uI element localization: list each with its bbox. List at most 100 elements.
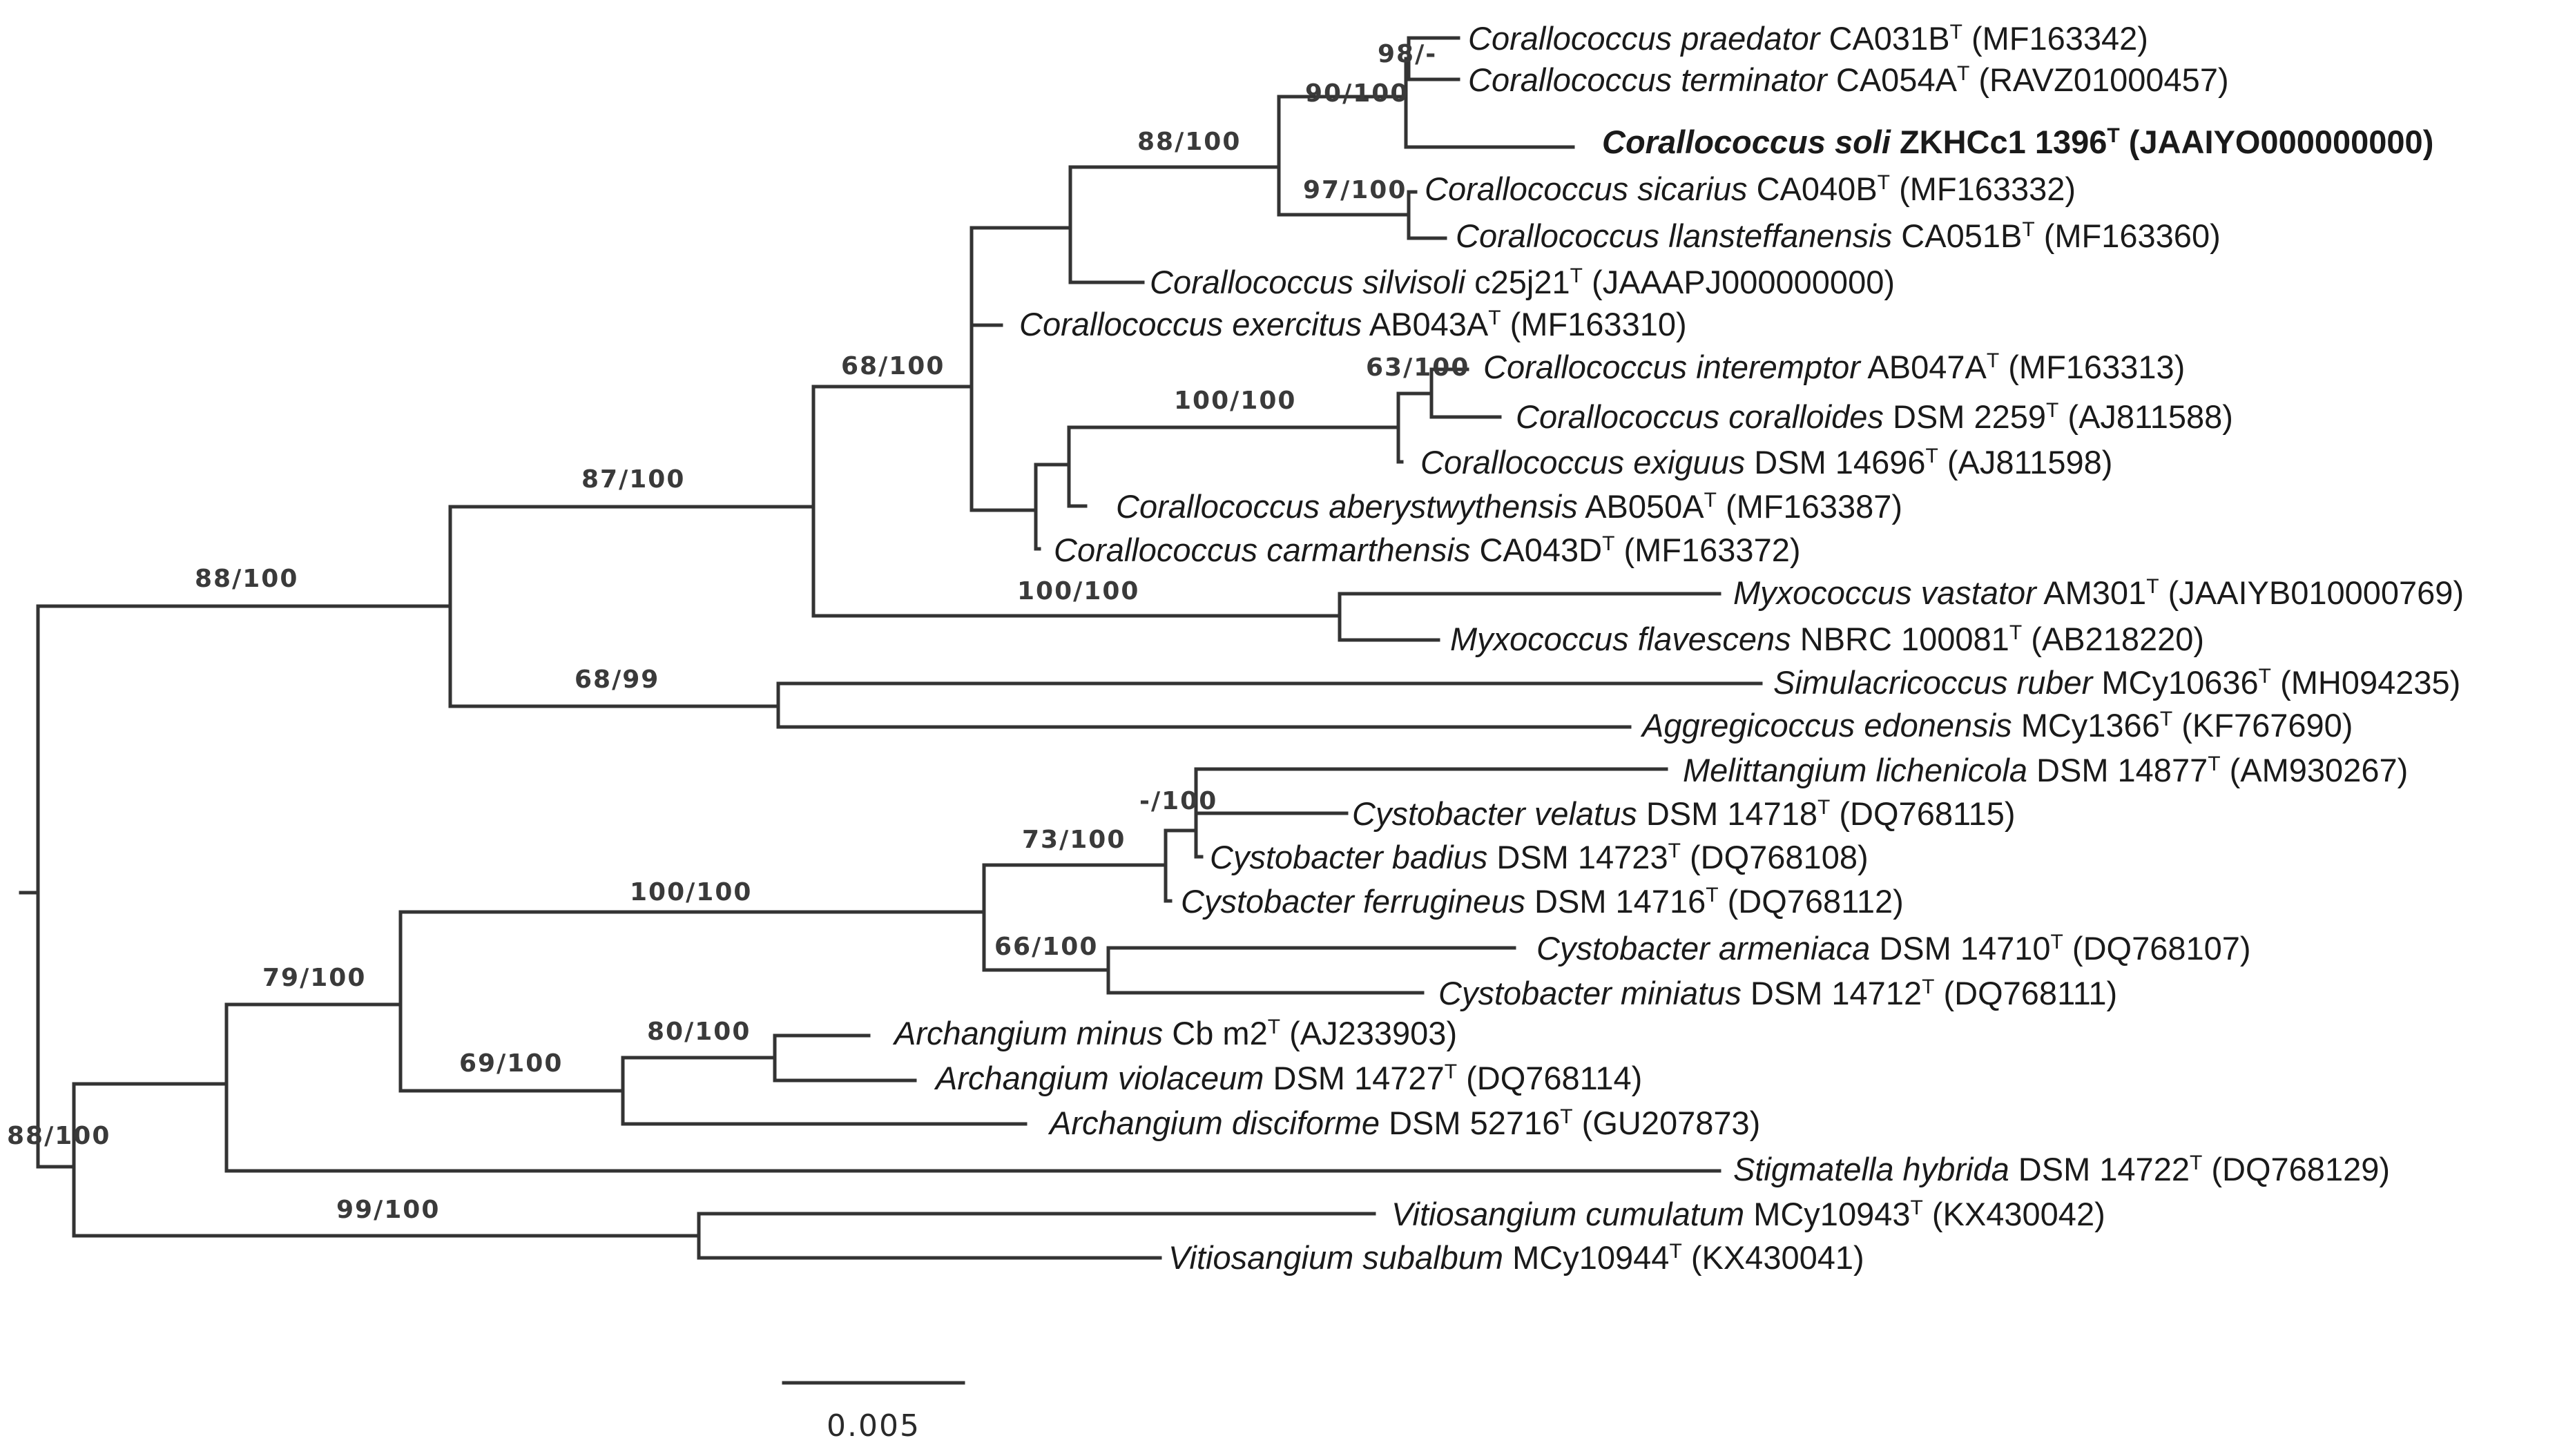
taxon-strain: CA043D xyxy=(1479,532,1602,568)
taxon-label: Myxococcus vastator AM301T (JAAIYB010000… xyxy=(1733,574,2464,611)
taxon-label: Aggregicoccus edonensis MCy1366T (KF7676… xyxy=(1640,707,2353,744)
taxon-species: Cystobacter velatus xyxy=(1352,795,1637,832)
taxon-accession: (DQ768114) xyxy=(1466,1060,1642,1096)
taxon-label: Archangium disciforme DSM 52716T (GU2078… xyxy=(1048,1105,1760,1141)
taxon-type-marker: T xyxy=(1987,349,1999,372)
taxon-accession: (DQ768108) xyxy=(1690,839,1869,875)
taxon-species: Simulacricoccus ruber xyxy=(1773,664,2094,701)
taxon-accession: (AB218220) xyxy=(2031,621,2204,657)
taxon-species: Corallococcus coralloides xyxy=(1516,398,1884,435)
taxon-accession: (AJ811588) xyxy=(2067,398,2233,435)
taxon-species: Corallococcus praedator xyxy=(1468,20,1822,57)
taxon-species: Cystobacter armeniaca xyxy=(1536,930,1870,967)
taxon-type-marker: T xyxy=(2190,1152,2202,1174)
taxon-label: Archangium violaceum DSM 14727T (DQ76811… xyxy=(934,1060,1642,1096)
taxon-strain: DSM 2259 xyxy=(1893,398,2046,435)
taxon-strain: DSM 14722 xyxy=(2018,1151,2190,1187)
taxon-label: Corallococcus coralloides DSM 2259T (AJ8… xyxy=(1516,398,2233,435)
taxon-accession: (DQ768111) xyxy=(1944,975,2118,1011)
taxon-type-marker: T xyxy=(1445,1060,1457,1083)
taxon-accession: (MF163372) xyxy=(1624,532,1801,568)
support-value: 80/100 xyxy=(647,1018,751,1046)
taxon-accession: (DQ768129) xyxy=(2211,1151,2390,1187)
taxon-accession: (KX430042) xyxy=(1932,1196,2105,1232)
taxon-label: Vitiosangium cumulatum MCy10943T (KX4300… xyxy=(1391,1196,2105,1232)
taxon-label: Simulacricoccus ruber MCy10636T (MH09423… xyxy=(1773,664,2460,701)
taxon-label: Cystobacter velatus DSM 14718T (DQ768115… xyxy=(1352,795,2016,832)
support-value: 69/100 xyxy=(459,1049,563,1078)
taxon-accession: (MF163332) xyxy=(1899,171,2076,207)
taxon-type-marker: T xyxy=(1668,839,1681,862)
taxon-strain: DSM 14723 xyxy=(1496,839,1668,875)
taxon-accession: (MF163387) xyxy=(1726,488,1902,525)
support-value: 87/100 xyxy=(581,465,685,494)
support-value: 63/100 xyxy=(1366,353,1469,382)
taxon-accession: (GU207873) xyxy=(1582,1105,1761,1141)
taxon-type-marker: T xyxy=(2146,575,2159,598)
support-value: 73/100 xyxy=(1022,826,1126,854)
support-value: 100/100 xyxy=(630,878,752,906)
support-value: 88/100 xyxy=(1137,128,1241,156)
taxon-species: Corallococcus soli xyxy=(1602,124,1891,160)
taxon-type-marker: T xyxy=(1950,21,1962,43)
taxon-strain: DSM 14696 xyxy=(1754,444,1925,481)
taxon-accession: (KX430041) xyxy=(1691,1239,1864,1276)
taxon-type-marker: T xyxy=(1268,1016,1280,1038)
taxon-label: Melittangium lichenicola DSM 14877T (AM9… xyxy=(1683,752,2408,788)
taxon-accession: (DQ768112) xyxy=(1728,883,1904,920)
taxon-type-marker: T xyxy=(1957,62,1969,85)
taxon-strain: c25j21 xyxy=(1474,264,1570,300)
taxon-label: Cystobacter ferrugineus DSM 14716T (DQ76… xyxy=(1181,883,1904,920)
taxon-type-marker: T xyxy=(2259,665,2271,688)
taxon-type-marker: T xyxy=(2009,621,2022,644)
taxon-type-marker: T xyxy=(1704,489,1717,512)
support-value: 90/100 xyxy=(1305,79,1409,108)
taxon-type-marker: T xyxy=(2160,708,2172,730)
taxon-species: Corallococcus interemptor xyxy=(1483,349,1862,385)
taxon-labels: Corallococcus praedator CA031BT (MF16334… xyxy=(892,20,2464,1276)
taxon-strain: DSM 14716 xyxy=(1534,883,1706,920)
scale-bar: 0.005 xyxy=(782,1381,965,1444)
support-labels: 98/- 90/100 88/100 97/100 68/100 63/100 … xyxy=(7,40,1469,1224)
taxon-type-marker: T xyxy=(1488,307,1501,329)
taxon-label-highlighted: Corallococcus soli ZKHCc1 1396T (JAAIYO0… xyxy=(1602,124,2433,160)
taxon-species: Myxococcus flavescens xyxy=(1450,621,1791,657)
scale-bar-label: 0.005 xyxy=(827,1408,920,1444)
taxon-type-marker: T xyxy=(1706,884,1718,906)
taxon-strain: MCy1366 xyxy=(2021,707,2160,744)
taxon-accession: (AJ233903) xyxy=(1289,1015,1457,1051)
taxon-strain: DSM 14718 xyxy=(1646,795,1817,832)
taxon-type-marker: T xyxy=(1817,796,1830,819)
taxon-type-marker: T xyxy=(2208,753,2220,775)
taxon-species: Archangium violaceum xyxy=(934,1060,1264,1096)
taxon-type-marker: T xyxy=(2107,124,2119,147)
taxon-strain: AB043A xyxy=(1369,306,1489,342)
taxon-accession: (JAAIYO000000000) xyxy=(2129,124,2434,160)
taxon-accession: (RAVZ01000457) xyxy=(1978,61,2228,98)
taxon-strain: AM301 xyxy=(2043,574,2146,611)
taxon-type-marker: T xyxy=(1570,264,1583,287)
taxon-type-marker: T xyxy=(1560,1105,1572,1128)
taxon-accession: (JAAAPJ000000000) xyxy=(1592,264,1895,300)
taxon-accession: (AM930267) xyxy=(2230,752,2409,788)
taxon-strain: AB047A xyxy=(1867,349,1987,385)
taxon-species: Corallococcus silvisoli xyxy=(1150,264,1467,300)
taxon-label: Archangium minus Cb m2T (AJ233903) xyxy=(892,1015,1457,1051)
support-value: 98/- xyxy=(1378,40,1437,68)
taxon-type-marker: T xyxy=(2051,931,2063,953)
support-value: 100/100 xyxy=(1017,577,1139,605)
taxon-type-marker: T xyxy=(1926,445,1938,467)
support-value: 100/100 xyxy=(1174,387,1296,415)
taxon-label: Myxococcus flavescens NBRC 100081T (AB21… xyxy=(1450,621,2204,657)
support-value: 88/100 xyxy=(195,565,298,593)
taxon-strain: CA051B xyxy=(1901,217,2022,254)
taxon-type-marker: T xyxy=(1911,1196,1923,1219)
taxon-accession: (MF163360) xyxy=(2044,217,2221,254)
tree-branches xyxy=(19,36,1763,1260)
taxon-accession: (MF163313) xyxy=(2008,349,2185,385)
taxon-label: Corallococcus interemptor AB047AT (MF163… xyxy=(1483,349,2185,385)
taxon-species: Corallococcus terminator xyxy=(1468,61,1829,98)
taxon-species: Cystobacter miniatus xyxy=(1438,975,1742,1011)
taxon-species: Corallococcus llansteffanensis xyxy=(1456,217,1892,254)
